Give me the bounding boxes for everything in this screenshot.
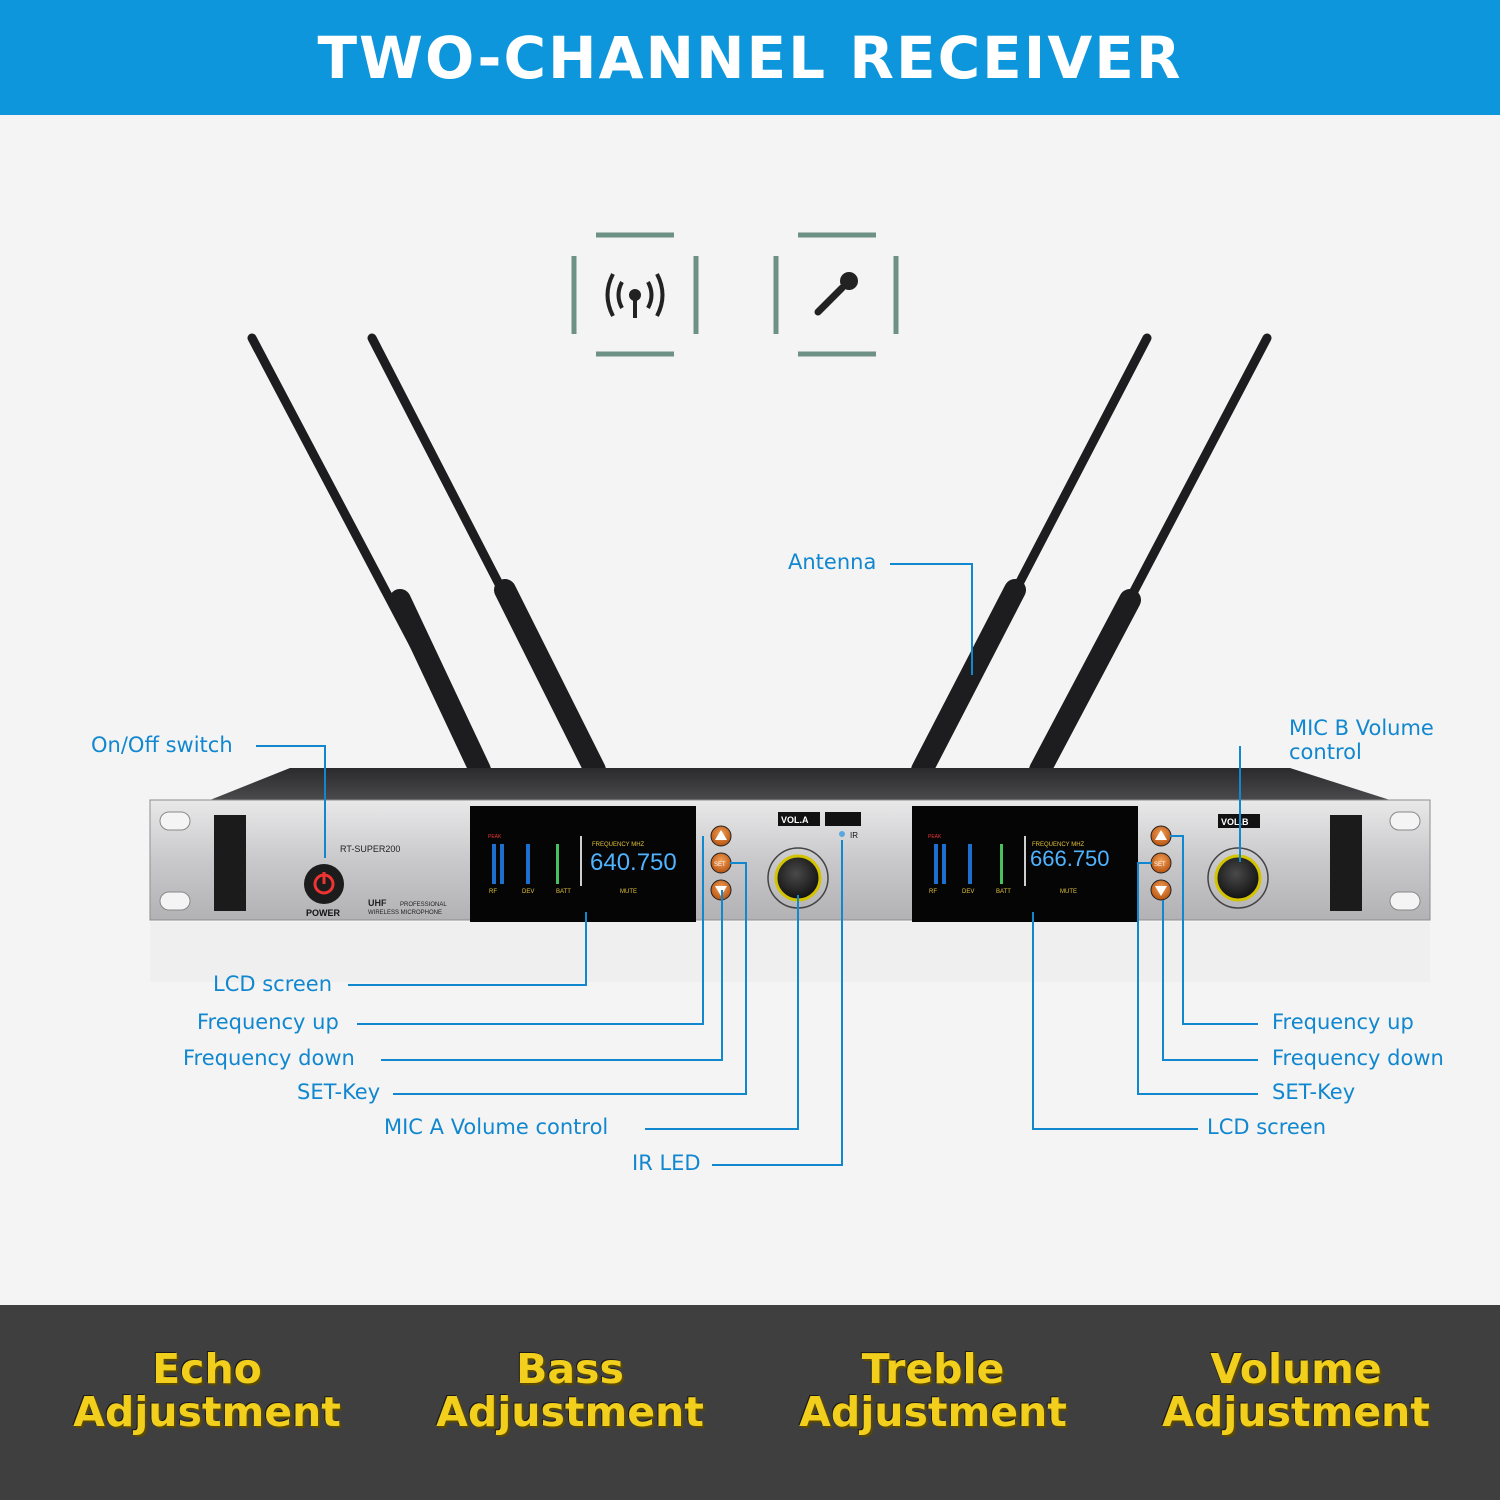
page-title: TWO-CHANNEL RECEIVER bbox=[317, 23, 1183, 92]
feature-treble: Treble Adjustment bbox=[768, 1348, 1098, 1434]
feature-echo: Echo Adjustment bbox=[42, 1348, 372, 1434]
brand-uhf: UHF bbox=[368, 898, 387, 908]
feature-volume-line2: Adjustment bbox=[1162, 1388, 1430, 1436]
callout-mic-b-volume: MIC B Volume control bbox=[1289, 716, 1434, 764]
vol-a-badge bbox=[778, 812, 820, 826]
lcd-a-peak: PEAK bbox=[488, 834, 502, 840]
feature-treble-line1: Treble bbox=[861, 1345, 1005, 1393]
antenna-1 bbox=[247, 333, 606, 781]
lcd-a-dev: DEV bbox=[522, 889, 534, 895]
antenna-signal-icon bbox=[571, 232, 699, 357]
lcd-b-freq-label: FREQUENCY MHZ bbox=[1032, 842, 1085, 848]
chassis-top bbox=[210, 768, 1390, 800]
callout-lcd-screen-a: LCD screen bbox=[213, 972, 333, 996]
callout-frequency-down-a: Frequency down bbox=[183, 1046, 355, 1070]
set-label-b: SET bbox=[1154, 862, 1166, 868]
callout-mic-b-volume-line2: control bbox=[1289, 740, 1362, 765]
microphone-icon bbox=[773, 232, 899, 357]
feature-echo-line1: Echo bbox=[152, 1345, 262, 1393]
lcd-b-mute: MUTE bbox=[1060, 889, 1077, 895]
feature-volume-line1: Volume bbox=[1210, 1345, 1382, 1393]
power-label: POWER bbox=[306, 908, 341, 918]
ir-led bbox=[839, 831, 845, 837]
lcd-a-mute: MUTE bbox=[620, 889, 637, 895]
callout-frequency-down-b: Frequency down bbox=[1272, 1046, 1444, 1070]
title-banner: TWO-CHANNEL RECEIVER bbox=[0, 0, 1500, 115]
rack-handle-left bbox=[214, 815, 246, 911]
lcd-screen-a: PEAK FREQUENCY MHZ 640.750 RF DEV BATT M… bbox=[470, 806, 696, 922]
reflection bbox=[150, 922, 1430, 982]
lcd-a-frequency: 640.750 bbox=[590, 849, 677, 876]
ir-window bbox=[825, 812, 861, 826]
feature-bass-line2: Adjustment bbox=[436, 1388, 704, 1436]
product-stage bbox=[0, 115, 1500, 1305]
feature-volume: Volume Adjustment bbox=[1131, 1348, 1461, 1434]
callout-set-key-b: SET-Key bbox=[1272, 1080, 1356, 1104]
callout-mic-b-volume-line1: MIC B Volume bbox=[1289, 716, 1434, 740]
lcd-a-rf: RF bbox=[489, 889, 497, 895]
brand-wireless-microphone: WIRELESS MICROPHONE bbox=[368, 910, 442, 916]
brand-professional: PROFESSIONAL bbox=[400, 902, 447, 908]
mic-b-volume-knob[interactable] bbox=[1214, 854, 1262, 902]
mic-a-volume-knob[interactable] bbox=[774, 854, 822, 902]
lcd-b-dev: DEV bbox=[962, 889, 974, 895]
callout-frequency-up-b: Frequency up bbox=[1272, 1010, 1414, 1034]
feature-bass-line1: Bass bbox=[516, 1345, 624, 1393]
ir-label: IR bbox=[850, 831, 858, 840]
model-label: RT-SUPER200 bbox=[340, 844, 400, 854]
lcd-a-freq-label: FREQUENCY MHZ bbox=[592, 842, 645, 848]
set-label-a: SET bbox=[714, 862, 726, 868]
rack-handle-right bbox=[1330, 815, 1362, 911]
feature-echo-line2: Adjustment bbox=[73, 1388, 341, 1436]
callout-antenna: Antenna bbox=[788, 550, 877, 574]
vol-b-label: VOL.B bbox=[1221, 817, 1249, 827]
lcd-screen-b: PEAK FREQUENCY MHZ 666.750 RF DEV BATT M… bbox=[912, 806, 1138, 922]
lcd-b-frequency: 666.750 bbox=[1030, 846, 1110, 871]
callout-lines bbox=[256, 563, 1258, 1166]
callout-frequency-up-a: Frequency up bbox=[197, 1010, 339, 1034]
lcd-a-batt: BATT bbox=[556, 889, 571, 895]
callout-mic-a-volume: MIC A Volume control bbox=[384, 1115, 609, 1139]
features-footer bbox=[0, 1305, 1500, 1500]
lcd-b-rf: RF bbox=[929, 889, 937, 895]
callout-set-key-a: SET-Key bbox=[297, 1080, 381, 1104]
lcd-b-peak: PEAK bbox=[928, 834, 942, 840]
callout-lcd-screen-b: LCD screen bbox=[1207, 1115, 1327, 1139]
antenna-2 bbox=[911, 333, 1272, 781]
feature-treble-line2: Adjustment bbox=[799, 1388, 1067, 1436]
callout-on-off-switch: On/Off switch bbox=[91, 733, 233, 757]
callout-ir-led: IR LED bbox=[632, 1151, 701, 1175]
vol-a-label: VOL.A bbox=[781, 815, 809, 825]
lcd-b-batt: BATT bbox=[996, 889, 1011, 895]
feature-bass: Bass Adjustment bbox=[405, 1348, 735, 1434]
